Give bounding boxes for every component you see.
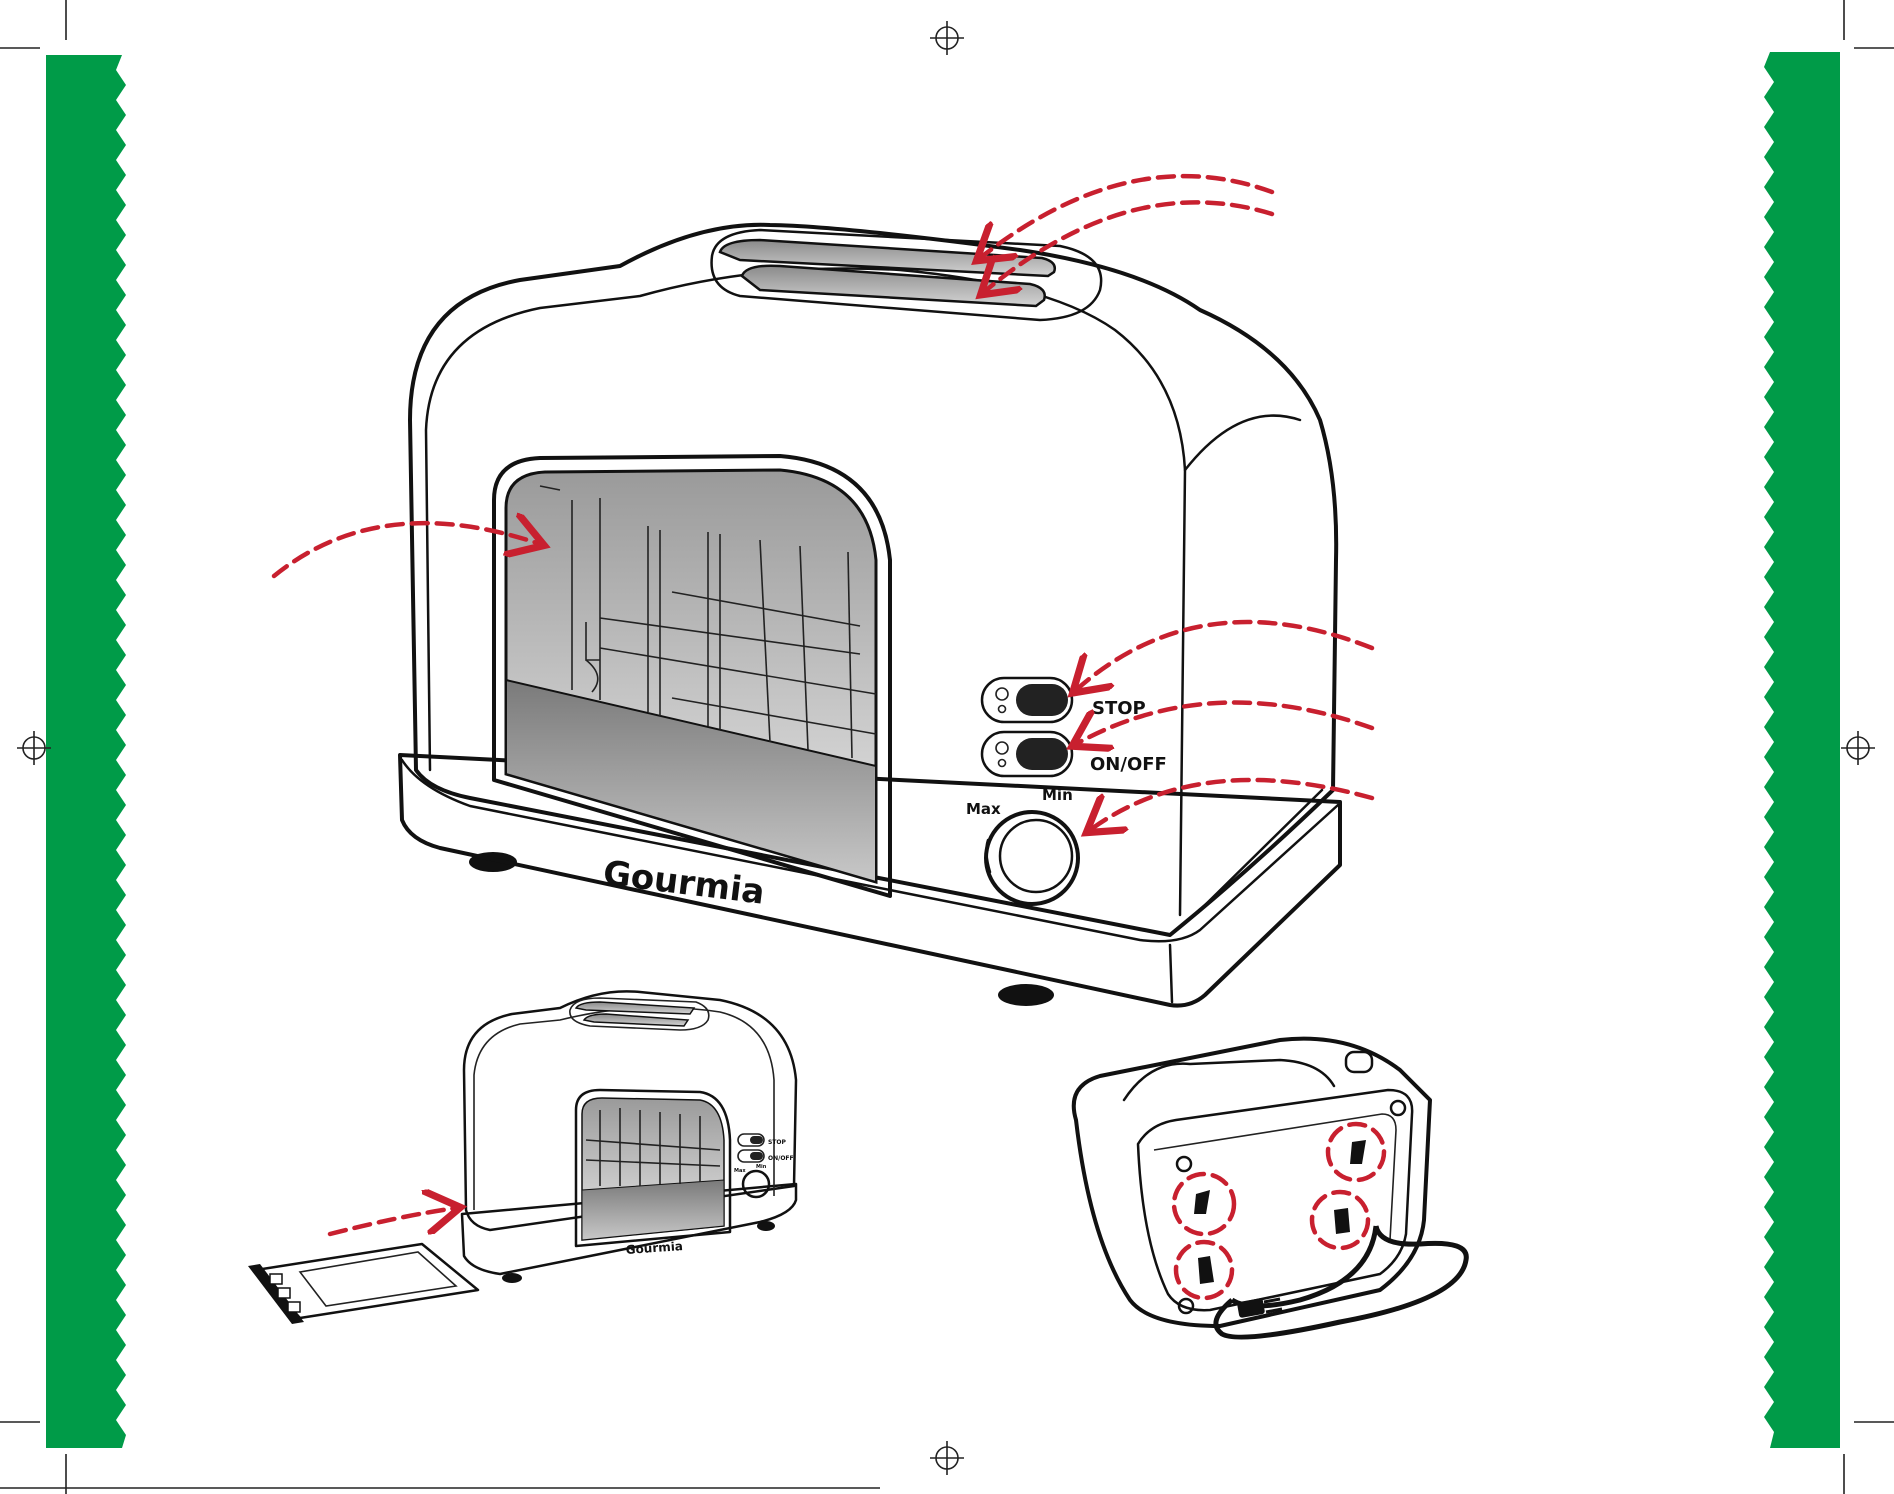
arrow-browning-dial [1090,780,1372,830]
crumb-tray[interactable] [248,1244,478,1324]
arrow-crumb-tray [330,1208,456,1234]
small-dial-max-label: Max [734,1168,746,1174]
bulb-icon [996,688,1008,713]
brand-logo: Gourmia [601,853,767,912]
bottom-view-toaster [1074,1039,1467,1338]
small-toaster: STOP ON/OFF Max Min Gourmia [248,991,796,1324]
dial-min-label: Min [1042,786,1073,804]
small-dial-min-label: Min [756,1164,767,1170]
arrow-stop-button [1076,622,1372,690]
arrow-slot-front [984,202,1272,292]
small-onoff-label: ON/OFF [768,1155,794,1162]
right-green-strip [1764,52,1840,1448]
dial-max-label: Max [966,800,1001,818]
small-brand-logo: Gourmia [625,1239,683,1257]
bulb-icon [996,742,1008,767]
main-toaster: STOP ON/OFF Max Min Gourmia [274,176,1372,1006]
arrow-window [274,523,540,576]
main-toaster-foot-right [998,984,1054,1006]
onoff-button[interactable] [982,732,1072,776]
small-stop-label: STOP [768,1139,787,1146]
left-green-strip [46,55,126,1448]
arrow-slot-rear [980,176,1272,258]
bottom-view-toaster-body [1074,1039,1430,1326]
small-browning-dial [743,1171,769,1197]
onoff-label: ON/OFF [1090,754,1167,775]
browning-dial[interactable] [986,812,1078,904]
stop-button[interactable] [982,678,1072,722]
